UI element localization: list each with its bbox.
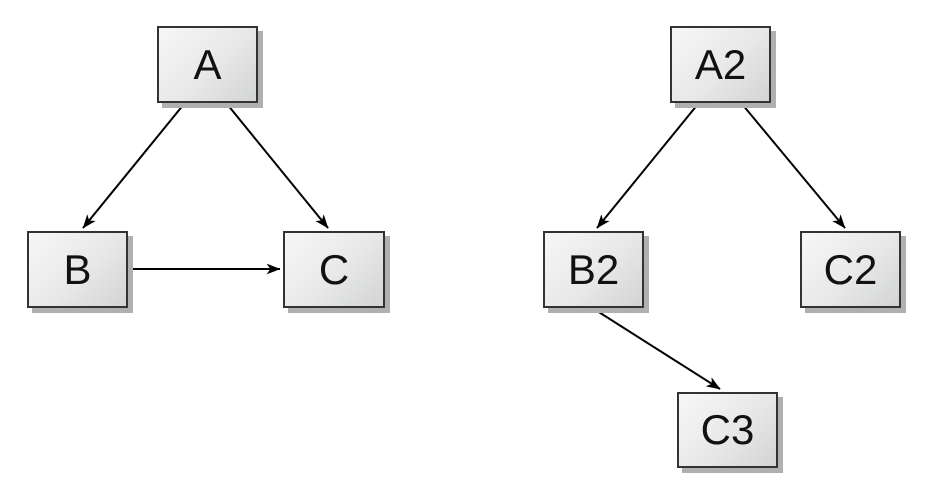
node-B2-label: B2 (567, 245, 620, 293)
node-B2[interactable]: B2 (543, 231, 644, 308)
edge-B2-to-C3[interactable] (593, 308, 721, 390)
edge-A-to-C[interactable] (226, 103, 329, 229)
edge-A-to-B[interactable] (82, 103, 185, 229)
edge-A2-to-C2[interactable] (741, 103, 846, 229)
node-C-label: C (318, 245, 350, 293)
node-C3[interactable]: C3 (677, 392, 778, 468)
node-A2-label: A2 (694, 40, 747, 88)
node-C[interactable]: C (283, 231, 385, 308)
edge-A2-to-B2[interactable] (596, 103, 699, 229)
node-C2[interactable]: C2 (800, 231, 901, 308)
node-A-label: A (193, 40, 222, 88)
node-B[interactable]: B (27, 231, 128, 308)
node-A2[interactable]: A2 (670, 26, 771, 103)
node-C3-label: C3 (700, 406, 755, 453)
node-B-label: B (63, 245, 92, 293)
node-C2-label: C2 (823, 245, 878, 293)
node-A[interactable]: A (157, 26, 258, 103)
